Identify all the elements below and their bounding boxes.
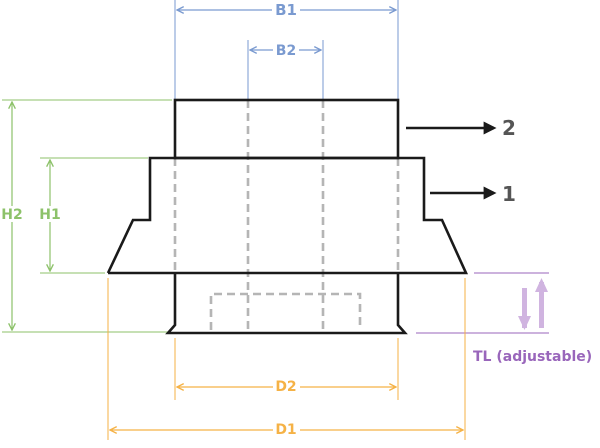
d1-label: D1 [275, 422, 296, 438]
part-1-label: 1 [502, 182, 516, 206]
hidden-lines [173, 100, 400, 333]
tl-label: TL (adjustable) [473, 349, 592, 365]
dimension-d1: D1 [107, 278, 466, 440]
callout-part-1: 1 [430, 182, 516, 206]
b1-label: B1 [275, 1, 297, 19]
up-down-arrows-icon [518, 278, 548, 330]
dimension-h1: H1 [38, 157, 148, 274]
callout-part-2: 2 [406, 116, 516, 140]
hidden-inner-cap [209, 292, 362, 330]
h1-label: H1 [39, 207, 60, 223]
dimension-h2: H2 [1, 99, 172, 333]
dimension-tl: TL (adjustable) [416, 272, 592, 365]
part-2-label: 2 [502, 116, 516, 140]
middle-section-1 [106, 156, 469, 275]
b2-label: B2 [276, 43, 296, 59]
top-section-2 [173, 98, 400, 160]
h2-label: H2 [1, 207, 22, 223]
bottom-collar [165, 273, 408, 335]
dimension-b2: B2 [247, 40, 324, 100]
d2-label: D2 [275, 379, 296, 395]
dimension-d2: D2 [174, 338, 399, 400]
dimension-b1: B1 [174, 0, 399, 100]
product-outline [106, 98, 469, 335]
